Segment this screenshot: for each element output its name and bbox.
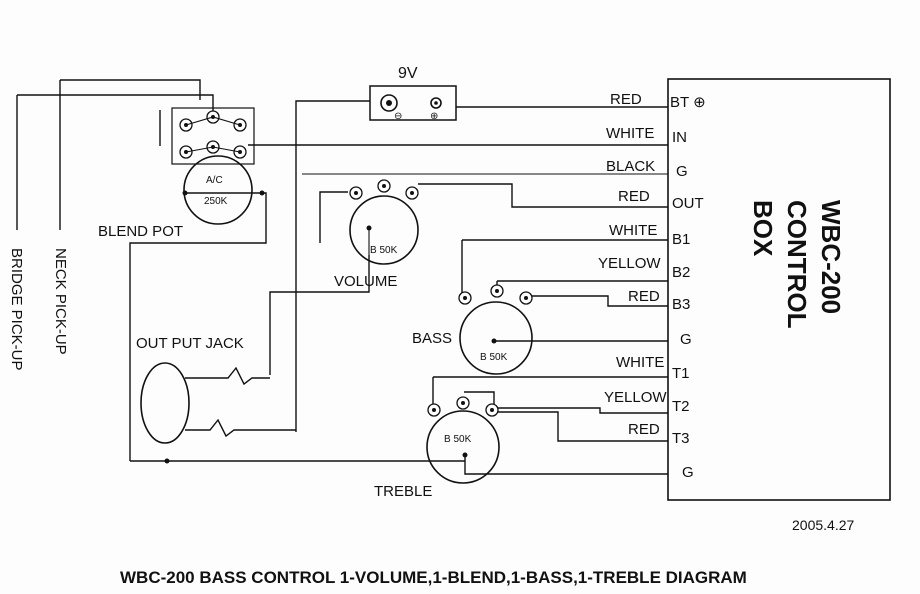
control-box-label: WBC-200 CONTROL BOX (748, 200, 846, 329)
terminal-g3: G (682, 464, 694, 481)
terminal-out: OUT (672, 195, 704, 212)
terminal-t2: T2 (672, 398, 690, 415)
terminal-g1: G (676, 163, 688, 180)
battery-9v (369, 85, 457, 121)
blend-pot-value: 250K (204, 196, 228, 207)
wire-label-yellow-t2: YELLOW (604, 389, 667, 406)
blend-pot-label: BLEND POT (98, 223, 183, 240)
bass-label: BASS (412, 330, 452, 347)
diagram-title: WBC-200 BASS CONTROL 1-VOLUME,1-BLEND,1-… (120, 568, 747, 587)
battery-label: 9V (398, 65, 418, 82)
svg-text:⊕: ⊕ (430, 111, 438, 122)
terminal-b1: B1 (672, 231, 690, 248)
wire-label-red-bt: RED (610, 91, 642, 108)
terminal-t1: T1 (672, 365, 690, 382)
blend-pot-marking: A/C (206, 175, 223, 186)
output-jack (140, 362, 190, 464)
volume-label: VOLUME (334, 273, 397, 290)
wire-label-red-b3: RED (628, 288, 660, 305)
terminal-b3: B3 (672, 296, 690, 313)
treble-label: TREBLE (374, 483, 432, 500)
output-jack-label: OUT PUT JACK (136, 335, 244, 352)
svg-text:WBC-200: WBC-200 (816, 200, 846, 314)
wire-label-black-g: BLACK (606, 158, 655, 175)
wire-label-white-t1: WHITE (616, 354, 664, 371)
bass-pot: B 50K (458, 284, 533, 375)
control-box (667, 78, 891, 501)
terminal-b2: B2 (672, 264, 690, 281)
wire-label-white-in: WHITE (606, 125, 654, 142)
wires (16, 79, 668, 475)
battery-terminal-pos (430, 97, 442, 109)
treble-pot: B 50K (426, 396, 500, 484)
terminal-t3: T3 (672, 430, 690, 447)
bass-value: B 50K (480, 352, 508, 363)
svg-text:BOX: BOX (748, 200, 778, 257)
wire-label-white-b1: WHITE (609, 222, 657, 239)
wire-label-yellow-b2: YELLOW (598, 255, 661, 272)
blend-pot: A/C 250K (171, 107, 265, 225)
neck-pickup-label: NECK PICK-UP (52, 248, 69, 355)
terminal-g2: G (680, 331, 692, 348)
terminal-bt: BT ⊕ (670, 94, 706, 111)
treble-value: B 50K (444, 434, 472, 445)
volume-value: B 50K (370, 245, 398, 256)
svg-text:CONTROL: CONTROL (782, 200, 812, 329)
battery-terminal-neg (380, 94, 398, 112)
wire-label-red-out: RED (618, 188, 650, 205)
bridge-pickup-label: BRIDGE PICK-UP (8, 248, 25, 371)
diagram-date: 2005.4.27 (792, 517, 854, 533)
terminal-in: IN (672, 129, 687, 146)
wire-label-red-t3: RED (628, 421, 660, 438)
volume-pot: B 50K (349, 179, 419, 265)
svg-text:⊖: ⊖ (394, 111, 402, 122)
